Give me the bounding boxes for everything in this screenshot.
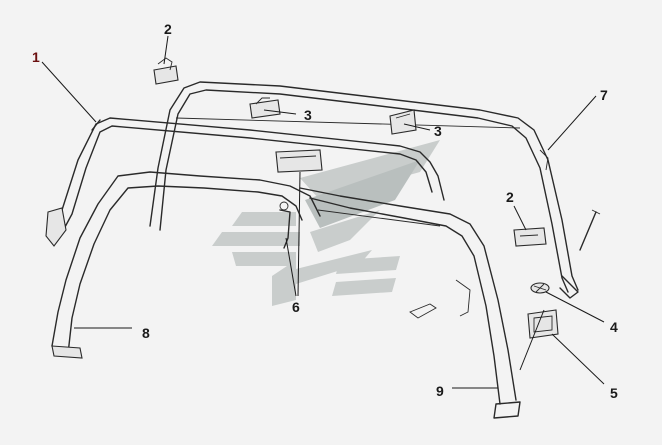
part-9-arch-liner [299, 187, 521, 419]
bolt [579, 209, 601, 251]
part-2-clip-right [513, 227, 547, 247]
label-6: 6 [292, 299, 300, 315]
label-2-top: 2 [164, 21, 172, 37]
part-1-fender-flare [45, 117, 445, 247]
part-3-bracket-right [389, 109, 417, 135]
label-3-right: 3 [434, 123, 442, 139]
label-1: 1 [32, 49, 40, 65]
fastener [409, 303, 437, 319]
part-8-arch-liner [51, 171, 321, 359]
part-3-bracket-left [249, 97, 281, 119]
part-7-inner-arch-frame [149, 81, 579, 299]
label-7: 7 [600, 87, 608, 103]
label-2-right: 2 [506, 189, 514, 205]
part-2-clip-top [153, 57, 179, 85]
part-5-nut-block [527, 309, 559, 339]
leader-lines [41, 35, 605, 389]
label-9: 9 [436, 383, 444, 399]
label-3-left: 3 [304, 107, 312, 123]
part-4-washer [530, 282, 550, 294]
part-6-label-plate [275, 149, 323, 173]
part-6-clip [279, 201, 291, 249]
label-4: 4 [610, 319, 618, 335]
label-8: 8 [142, 325, 150, 341]
label-5: 5 [610, 385, 618, 401]
watermark-logo [212, 140, 440, 306]
